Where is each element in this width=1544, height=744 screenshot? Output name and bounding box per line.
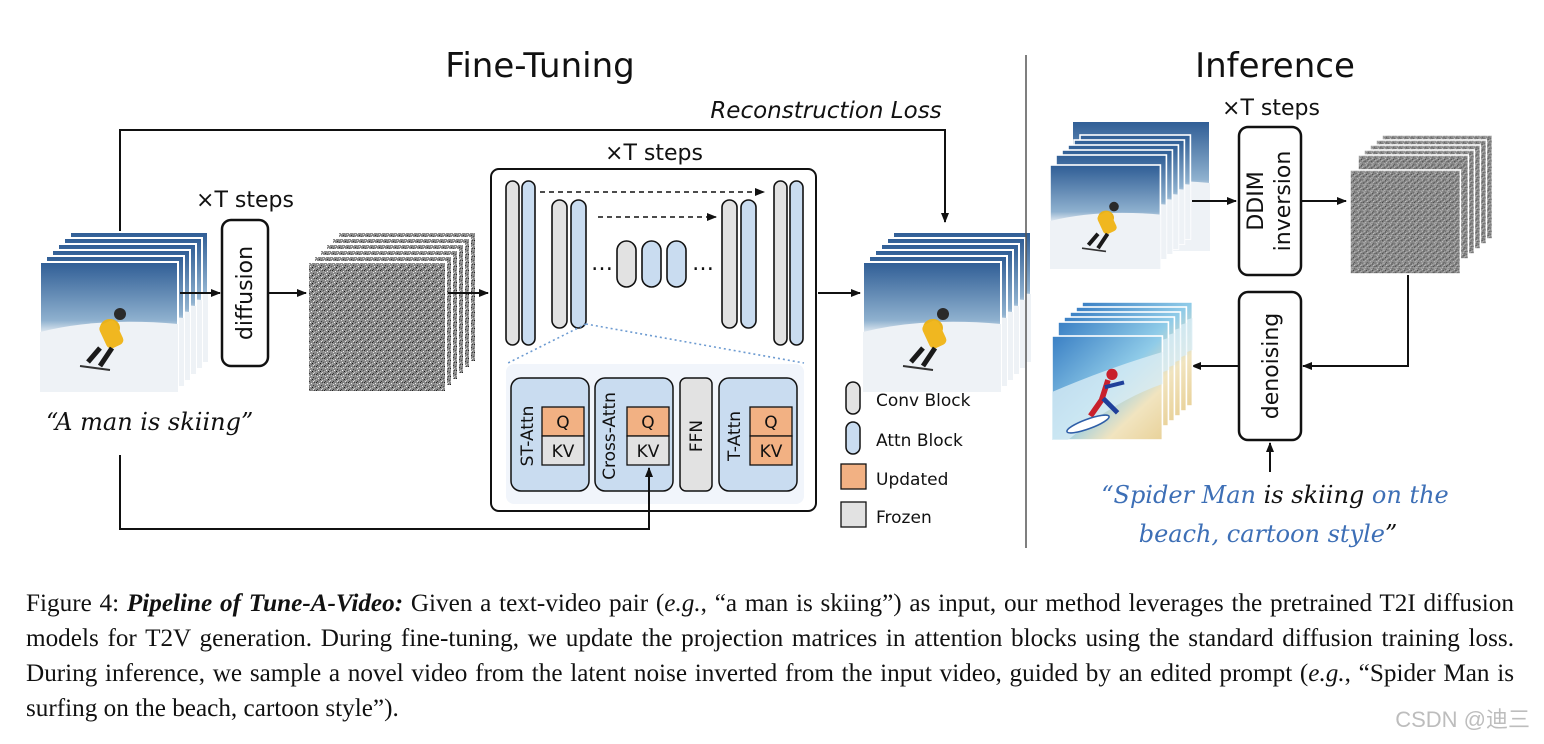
conv-block-pill (773, 180, 788, 346)
caption-figure-label: Figure 4: (26, 590, 120, 617)
inference-prompt-part-b: is skiing (1264, 481, 1365, 509)
attn-block-pill (641, 240, 662, 288)
inference-output-video-stack (1052, 302, 1192, 440)
conv-block-pill (721, 199, 738, 329)
attn-block-pill (740, 199, 757, 329)
inference-noise-stack (1349, 134, 1494, 275)
ffn-label: FFN (687, 420, 707, 452)
input-video-stack (40, 232, 208, 392)
noise-to-denoising-arrow (1302, 275, 1409, 370)
caption-eg-2: e.g. (1308, 660, 1345, 687)
t-attn-q-label: Q (764, 413, 777, 433)
cross-attn-q (626, 406, 670, 437)
conv-block-pill (551, 199, 568, 329)
inference-prompt-part-c: on the (1364, 481, 1448, 509)
t-attn-kv (749, 435, 793, 466)
inversion-label: inversion (1271, 151, 1296, 252)
conv-block-pill (616, 240, 637, 288)
st-attn-q-label: Q (556, 413, 569, 433)
pipeline-diagram: Fine-Tuning Reconstruction Loss ×T steps… (0, 46, 1494, 548)
attn-block-pill (570, 199, 587, 329)
caption-text-2: , “a man is skiing”) as input, our metho… (26, 590, 1514, 687)
t-attn-label: T-Attn (725, 411, 745, 462)
inference-title: Inference (1195, 46, 1355, 86)
attn-block-pill (666, 240, 687, 288)
watermark: CSDN @迪三 (1395, 707, 1530, 732)
caption-eg-1: e.g. (664, 590, 701, 617)
legend-attn-label: Attn Block (876, 431, 963, 451)
cross-attn-kv (626, 435, 670, 466)
unet-blocks (505, 180, 804, 346)
denoising-label: denoising (1259, 313, 1284, 420)
inference-prompt-line1: “Spider Man is skiing on the (1101, 481, 1449, 509)
caption-title: Pipeline of Tune-A-Video: (126, 590, 404, 617)
cross-attn-label: Cross-Attn (600, 392, 620, 480)
diffusion-label: diffusion (233, 246, 258, 340)
st-attn-label: ST-Attn (518, 406, 538, 467)
t-attn-q (749, 406, 793, 437)
ddim-label: DDIM (1244, 171, 1269, 230)
inference-input-stack-frames (1050, 135, 1190, 269)
cross-attn-kv-label: KV (637, 442, 660, 462)
legend-updated-label: Updated (876, 470, 948, 490)
cross-attn-q-label: Q (641, 413, 654, 433)
inference-prompt-line2: beach, cartoon style” (1139, 520, 1398, 548)
prompt-to-cross-attn-arrow (119, 455, 653, 530)
legend-frozen-swatch (840, 501, 867, 528)
reconstruction-loss-arrow (119, 129, 949, 234)
figure-caption: Figure 4: Pipeline of Tune-A-Video: Give… (26, 586, 1514, 726)
conv-block-pill (505, 180, 520, 346)
attn-block-pill (789, 180, 804, 346)
diffusion-steps-label: ×T steps (196, 188, 294, 213)
caption-text-3: , “Spider Man is surfing on the beach, c… (26, 660, 1514, 722)
ellipsis-right: … (692, 251, 714, 276)
unet-steps-label: ×T steps (605, 141, 703, 166)
legend-updated-swatch (840, 463, 867, 490)
zoom-line-right (585, 323, 805, 364)
legend: Conv Block Attn Block Updated Frozen (840, 381, 971, 528)
ellipsis-left: … (591, 251, 613, 276)
fine-tuning-prompt: “A man is skiing” (46, 408, 253, 436)
st-attn-kv (541, 435, 585, 466)
inference-prompt-part-d: beach, cartoon style (1139, 520, 1385, 548)
legend-attn-swatch (845, 421, 861, 455)
inference-prompt-part-a: “Spider Man (1101, 481, 1263, 509)
output-video-stack (863, 232, 1031, 392)
inference-steps-label: ×T steps (1222, 96, 1320, 121)
t-attn-kv-label: KV (760, 442, 783, 462)
ffn-block (679, 377, 713, 492)
noise-latent-stack (307, 231, 477, 393)
st-attn-kv-label: KV (552, 442, 575, 462)
legend-conv-swatch (845, 381, 861, 415)
fine-tuning-title: Fine-Tuning (445, 46, 634, 86)
legend-frozen-label: Frozen (876, 508, 932, 528)
inference-prompt-close: ” (1385, 520, 1397, 548)
reconstruction-loss-label: Reconstruction Loss (710, 98, 941, 124)
caption-text-1: Given a text-video pair ( (410, 590, 665, 617)
legend-conv-label: Conv Block (876, 391, 971, 411)
attn-block-pill (521, 180, 536, 346)
